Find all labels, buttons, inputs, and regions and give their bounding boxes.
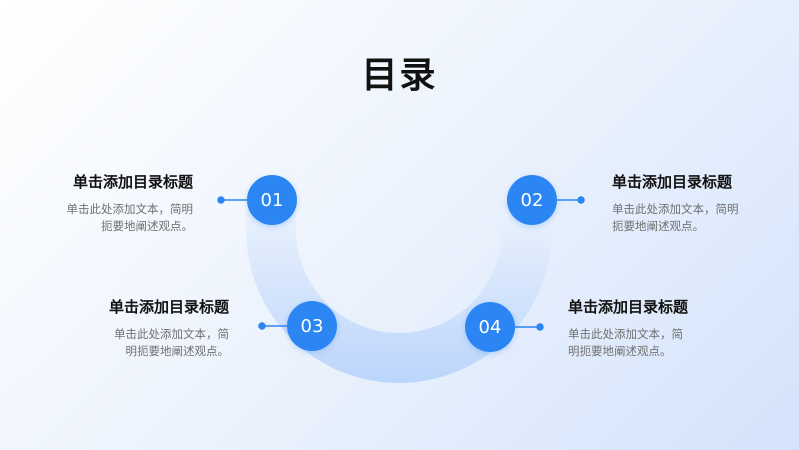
item-desc-01-line1: 单击此处添加文本，简明 xyxy=(66,202,194,216)
number-badge-03: 03 xyxy=(287,301,337,351)
item-heading-03[interactable]: 单击添加目录标题 xyxy=(108,298,229,316)
item-desc-02-line1: 单击此处添加文本，简明 xyxy=(612,202,739,216)
item-desc-01-line2: 扼要地阐述观点。 xyxy=(101,219,193,233)
item-desc-02-line2: 扼要地阐述观点。 xyxy=(612,219,704,233)
item-desc-03-line2: 明扼要地阐述观点。 xyxy=(125,344,230,358)
item-desc-04[interactable]: 单击此处添加文本，简 明扼要地阐述观点。 xyxy=(568,326,706,360)
item-desc-03-line1: 单击此处添加文本，简 xyxy=(114,327,229,341)
connector-dot-01 xyxy=(217,196,225,204)
connector-dot-04 xyxy=(536,323,544,331)
item-heading-02[interactable]: 单击添加目录标题 xyxy=(612,173,733,191)
connector-dot-03 xyxy=(258,322,266,330)
connector-dot-02 xyxy=(577,196,585,204)
number-badge-01: 01 xyxy=(247,175,297,225)
item-desc-01[interactable]: 单击此处添加文本，简明 扼要地阐述观点。 xyxy=(55,201,194,235)
page-title: 目录 xyxy=(361,55,438,96)
u-arc xyxy=(246,210,552,383)
item-heading-04[interactable]: 单击添加目录标题 xyxy=(568,298,689,316)
item-heading-01[interactable]: 单击添加目录标题 xyxy=(72,173,193,191)
item-desc-03[interactable]: 单击此处添加文本，简 明扼要地阐述观点。 xyxy=(91,326,229,360)
number-badge-04: 04 xyxy=(465,302,515,352)
item-desc-04-line2: 明扼要地阐述观点。 xyxy=(568,344,672,358)
item-desc-02[interactable]: 单击此处添加文本，简明 扼要地阐述观点。 xyxy=(612,201,750,235)
number-badge-02: 02 xyxy=(507,175,557,225)
item-desc-04-line1: 单击此处添加文本，简 xyxy=(568,327,683,341)
